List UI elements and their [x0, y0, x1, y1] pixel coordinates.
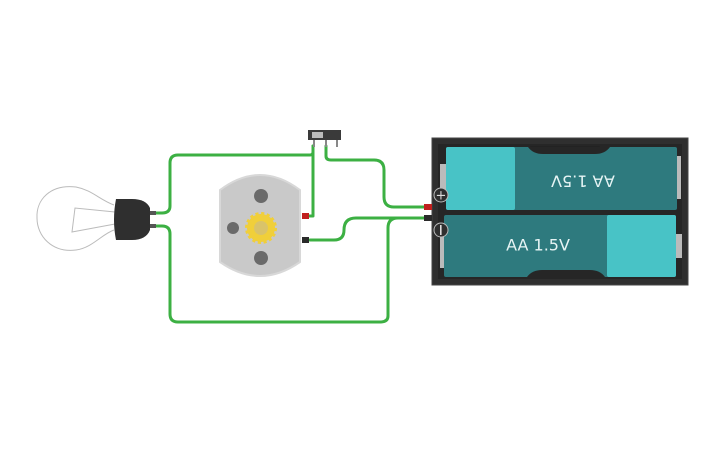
switch-pin-2[interactable] — [325, 140, 327, 147]
switch-pin-3[interactable] — [336, 140, 338, 147]
switch-pin-1[interactable] — [313, 140, 315, 147]
motor-hole-left — [227, 222, 239, 234]
switch-slider[interactable] — [312, 132, 323, 138]
bulb-filament — [71, 207, 116, 233]
battery-terminal-minus[interactable] — [424, 215, 432, 221]
bulb-terminal-1[interactable] — [150, 211, 156, 215]
switch-body — [308, 130, 341, 140]
wire-motor-to-battery-minus[interactable] — [308, 216, 432, 242]
battery-cell-1: AA 1.5V — [440, 147, 681, 210]
motor-hole-bottom — [254, 251, 268, 265]
svg-text:+: + — [436, 189, 447, 204]
wire-switch-to-motor[interactable] — [306, 144, 315, 218]
motor-terminal-black[interactable] — [302, 237, 309, 243]
wire-switch-to-battery-plus[interactable] — [324, 144, 430, 209]
motor-hole-top — [254, 189, 268, 203]
bulb-terminal-2[interactable] — [150, 224, 156, 228]
battery-terminal-plus[interactable] — [424, 204, 432, 210]
dc-motor[interactable] — [219, 174, 309, 277]
cell-1-label: AA 1.5V — [551, 172, 615, 191]
motor-terminal-red[interactable] — [302, 213, 309, 219]
wire-battery-minus-to-bulb[interactable] — [150, 216, 400, 324]
light-bulb[interactable] — [36, 186, 156, 251]
wires — [150, 144, 432, 324]
minus-icon — [433, 222, 449, 238]
slide-switch[interactable] — [308, 130, 341, 147]
cell-2-label: AA 1.5V — [506, 236, 570, 255]
gear-icon — [245, 212, 277, 244]
battery-pack[interactable]: AA 1.5V AA 1.5V + — [424, 137, 689, 286]
bulb-glass — [36, 186, 115, 251]
battery-cell-2: AA 1.5V — [440, 215, 682, 277]
plus-icon: + — [433, 187, 449, 204]
bulb-socket — [114, 199, 150, 240]
